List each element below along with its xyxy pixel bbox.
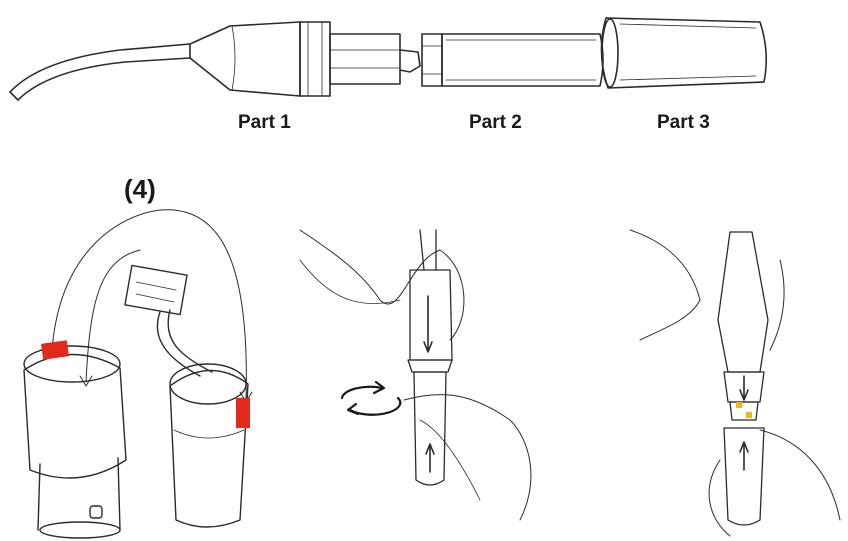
connector-illustration <box>24 210 252 538</box>
part2-illustration <box>422 34 603 86</box>
step-number-label: (4) <box>124 174 156 205</box>
part3-illustration <box>601 18 766 88</box>
connector-pins <box>736 402 752 418</box>
twist-illustration <box>300 230 531 520</box>
part3-label: Part 3 <box>657 112 710 134</box>
rotate-arrows-icon <box>342 382 400 415</box>
part1-label: Part 1 <box>238 112 291 134</box>
insert-illustration <box>630 230 840 536</box>
alignment-marks <box>41 340 250 428</box>
part2-label: Part 2 <box>469 112 522 134</box>
part1-illustration <box>10 22 420 100</box>
